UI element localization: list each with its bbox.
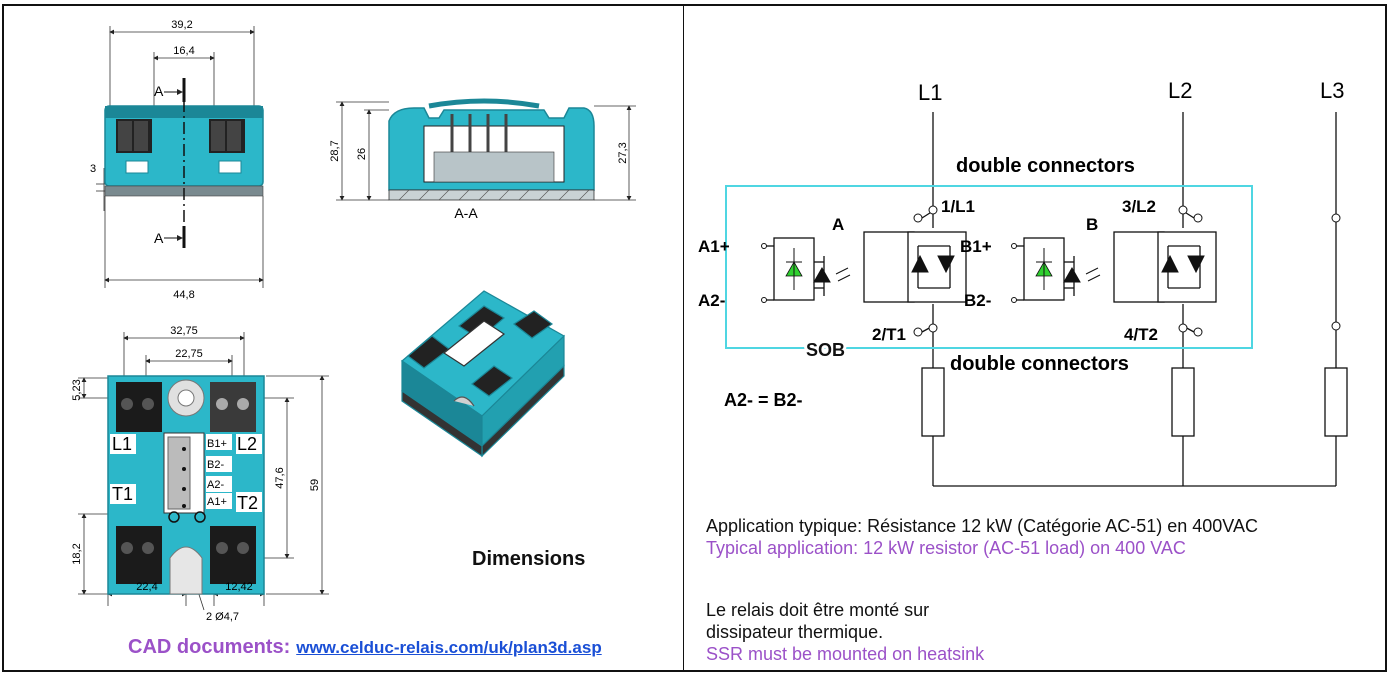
dim-base-height: 3 [90,163,96,175]
dim-47-6: 47,6 [274,467,286,488]
ctrl-b2-label: B2- [207,459,224,471]
input-b1: B1+ [960,237,992,256]
terminal-4t2: 4/T2 [1124,325,1158,344]
line-l2-label: L2 [1168,78,1192,103]
dimensions-panel: 39,2 16,4 A A 3 44,8 28,7 26 27,3 A-A [2,4,684,672]
dimension-drawing: 39,2 16,4 A A 3 44,8 28,7 26 27,3 A-A [71,19,636,623]
dim-side-right-height: 27,3 [617,142,629,163]
dim-32-75: 32,75 [170,325,198,337]
channel-a-label: A [832,215,844,234]
dim-22-75: 22,75 [175,348,203,360]
double-connectors-bottom: double connectors [950,353,1129,375]
wiring-schematic: L1 L2 L3 double connectors double connec… [698,78,1348,487]
sob-label: SOB [806,340,845,360]
dim-bottom-width: 44,8 [173,289,194,301]
line-l3-label: L3 [1320,78,1344,103]
section-label: A-A [454,205,478,221]
terminal-1l1: 1/L1 [941,197,975,216]
cad-link[interactable]: www.celduc-relais.com/uk/plan3d.asp [296,638,602,657]
dim-59: 59 [309,479,321,491]
channel-b-label: B [1086,215,1098,234]
terminal-t2-label: T2 [237,493,258,513]
input-a1: A1+ [698,237,730,256]
mount-note-fr-1: Le relais doit être monté sur [706,600,930,620]
dim-22-4: 22,4 [136,581,157,593]
terminal-l2-label: L2 [237,434,257,454]
isometric-relay [401,290,565,458]
dim-12-42: 12,42 [225,581,253,593]
application-fr: Application typique: Résistance 12 kW (C… [706,516,1258,536]
line-l1-label: L1 [918,80,942,105]
section-marker-bottom: A [154,230,164,246]
dimensions-title: Dimensions [472,548,586,570]
terminal-l1-label: L1 [112,434,132,454]
dim-side-total-height: 28,7 [329,140,341,161]
section-marker-top: A [154,83,164,99]
top-view-relay [107,375,265,595]
terminal-2t1: 2/T1 [872,325,906,344]
dim-18-2: 18,2 [71,543,83,564]
hole-note: 2 Ø4,7 [206,611,239,623]
mount-note-fr-2: dissipateur thermique. [706,622,884,642]
mount-note-en: SSR must be mounted on heatsink [706,644,985,664]
cad-documents-line: CAD documents: www.celduc-relais.com/uk/p… [128,636,602,659]
application-en: Typical application: 12 kW resistor (AC-… [706,538,1186,558]
ground-equation: A2- = B2- [724,390,803,410]
cad-label: CAD documents: [128,636,291,658]
ctrl-a1-label: A1+ [207,496,227,508]
side-section-relay [388,98,595,201]
ctrl-b1-label: B1+ [207,438,227,450]
terminal-t1-label: T1 [112,484,133,504]
input-a2: A2- [698,291,725,310]
dim-side-inner-height: 26 [356,148,368,160]
input-b2: B2- [964,291,991,310]
schematic-panel: L1 L2 L3 double connectors double connec… [683,4,1387,672]
dim-top-width: 39,2 [171,19,192,31]
dim-inner-width: 16,4 [173,45,194,57]
ctrl-a2-label: A2- [207,479,224,491]
dim-5-23: 5,23 [71,379,83,400]
front-view-relay [104,78,264,248]
double-connectors-top: double connectors [956,155,1135,177]
terminal-3l2: 3/L2 [1122,197,1156,216]
